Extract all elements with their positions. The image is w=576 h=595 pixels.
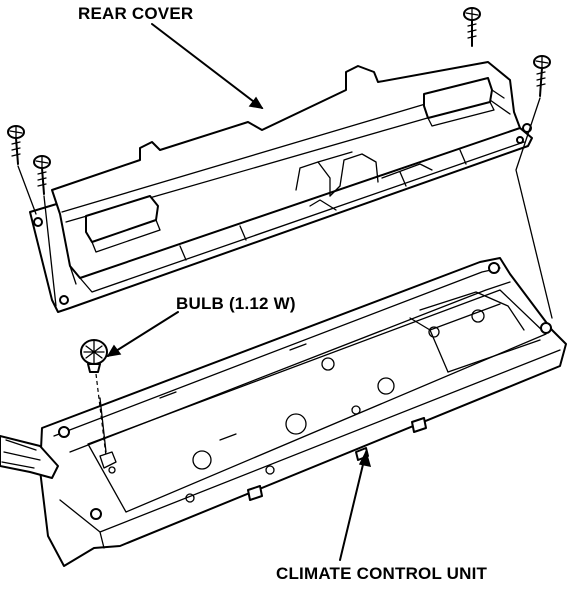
unit-mount-screw [90, 508, 102, 520]
alignment-line [515, 97, 553, 319]
unit-mount-screw [58, 426, 70, 438]
unit-arrowhead [358, 449, 372, 467]
alignment-line [17, 165, 37, 215]
climate-control-unit-label: CLIMATE CONTROL UNIT [276, 564, 488, 583]
unit-mount-screw [540, 322, 552, 334]
screw-left-1 [7, 125, 25, 165]
rear-cover-mount-hole [59, 295, 69, 305]
unit-hole [285, 413, 307, 435]
bulb [80, 339, 108, 373]
unit-leader [339, 451, 367, 561]
unit-hole [351, 405, 361, 415]
rear-cover-leader [151, 23, 263, 109]
unit-outer-shell [39, 257, 567, 567]
unit-mount-screw [488, 262, 500, 274]
screw-right [533, 55, 551, 97]
unit-hole [192, 450, 212, 470]
climate-control-unit [0, 257, 567, 567]
bulb-leader [107, 311, 179, 357]
screw-top-right [463, 7, 481, 47]
bulb-label: BULB (1.12 W) [176, 294, 296, 313]
unit-hole [185, 493, 195, 503]
alignment-line [43, 195, 57, 307]
rear-cover-mount-hole [516, 136, 524, 144]
rear-cover [29, 61, 533, 313]
rear-cover-arrowhead [248, 96, 264, 110]
rear-cover-mount-hole [33, 217, 43, 227]
unit-hole [471, 309, 485, 323]
screw-left-2 [33, 155, 51, 195]
unit-hole [321, 357, 335, 371]
unit-hole [428, 326, 440, 338]
rear-cover-body [51, 61, 521, 279]
bulb-socket [99, 451, 117, 469]
bulb-arrowhead [106, 344, 122, 358]
unit-hole [377, 377, 395, 395]
rear-cover-label: REAR COVER [78, 4, 194, 23]
unit-hole [265, 465, 275, 475]
